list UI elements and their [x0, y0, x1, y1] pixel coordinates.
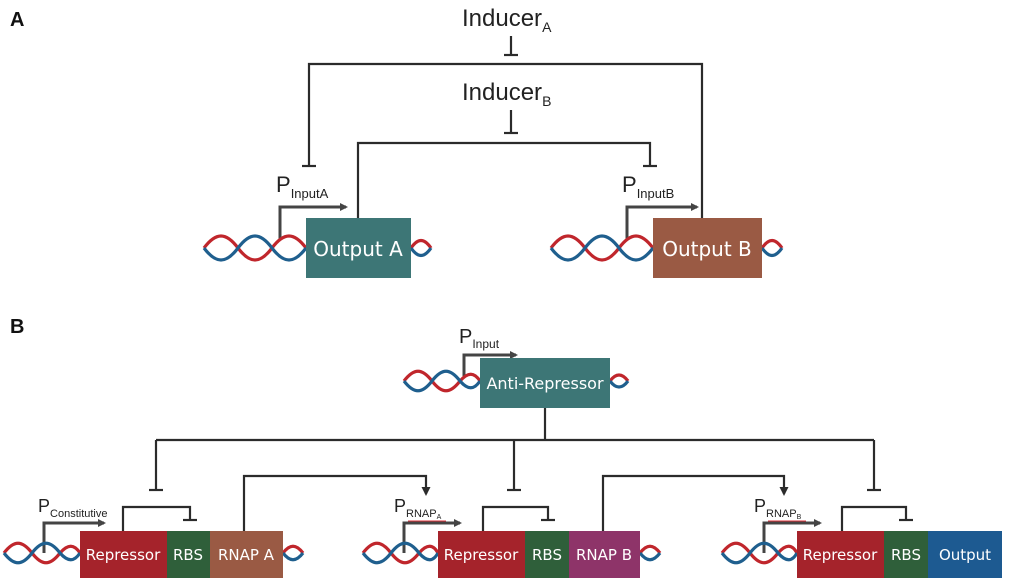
inducer-a-label: InducerA	[462, 5, 552, 35]
panel-label-b: B	[10, 316, 24, 338]
rnap-a-activates-p-rnap-a	[242, 474, 431, 531]
promoter-b-arrow	[625, 203, 699, 240]
cassette-3-repressor-feedback	[840, 505, 913, 531]
inducer-b-label: InducerB	[462, 79, 551, 109]
p-input-label: PInput	[459, 326, 500, 351]
dna-helix-anti-repressor	[402, 369, 630, 393]
cassette-3-output-label: Output	[939, 546, 991, 564]
output-a-represses-p-input-b	[356, 141, 657, 218]
p-input-b-label: PInputB	[622, 172, 674, 201]
p-rnap-a-label: PRNAPA	[394, 496, 442, 521]
p-rnap-b-label: PRNAPB	[754, 496, 802, 521]
cassette-3-repressor-box	[797, 531, 884, 578]
promoter-input-arrow	[462, 351, 518, 376]
cassette-2-repressor-label: Repressor	[444, 546, 519, 564]
inducer-a-repression-line	[504, 36, 518, 57]
cassette-1-rbs-box	[167, 531, 210, 578]
cassette-2-rnap-b-box	[569, 531, 640, 578]
anti-repressor-box	[480, 358, 610, 408]
cassette-1-rnap-a-label: RNAP A	[218, 546, 275, 564]
cassette-1-repressor-label: Repressor	[86, 546, 161, 564]
p-constitutive-label: PConstitutive	[38, 496, 108, 520]
anti-repressor-label: Anti-Repressor	[486, 374, 604, 393]
p-input-a-label: PInputA	[276, 172, 329, 201]
dna-helix-cassette-3	[720, 541, 799, 565]
dna-helix-a	[202, 234, 433, 262]
output-a-label: Output A	[313, 237, 403, 261]
cassette-2-repressor-feedback	[481, 505, 555, 531]
cassette-2-rbs-box	[525, 531, 569, 578]
dna-helix-b	[549, 234, 784, 262]
dna-helix-cassette-2	[361, 541, 662, 565]
output-b-label: Output B	[662, 237, 752, 261]
cassette-1-repressor-box	[80, 531, 167, 578]
cassette-1-rbs-label: RBS	[173, 546, 203, 564]
cassette-3-output-box	[928, 531, 1002, 578]
dna-helix-cassette-1	[2, 541, 305, 565]
anti-repressor-regulation-bus	[149, 408, 881, 492]
cassette-2-rbs-label: RBS	[532, 546, 562, 564]
inducer-b-repression-line	[504, 110, 518, 135]
cassette-2-rnap-b-label: RNAP B	[576, 546, 632, 564]
output-b-represses-p-input-a	[302, 62, 704, 218]
cassette-1-repressor-feedback	[121, 505, 197, 531]
panel-label-a: A	[10, 9, 24, 31]
output-b-box	[653, 218, 762, 278]
cassette-1-rnap-a-box	[210, 531, 283, 578]
cassette-3-repressor-label: Repressor	[803, 546, 878, 564]
rnap-b-activates-p-rnap-b	[601, 474, 789, 531]
cassette-2-repressor-box	[438, 531, 525, 578]
cassette-3-rbs-box	[884, 531, 928, 578]
output-a-box	[306, 218, 411, 278]
cassette-3-rbs-label: RBS	[891, 546, 921, 564]
promoter-a-arrow	[278, 203, 348, 240]
